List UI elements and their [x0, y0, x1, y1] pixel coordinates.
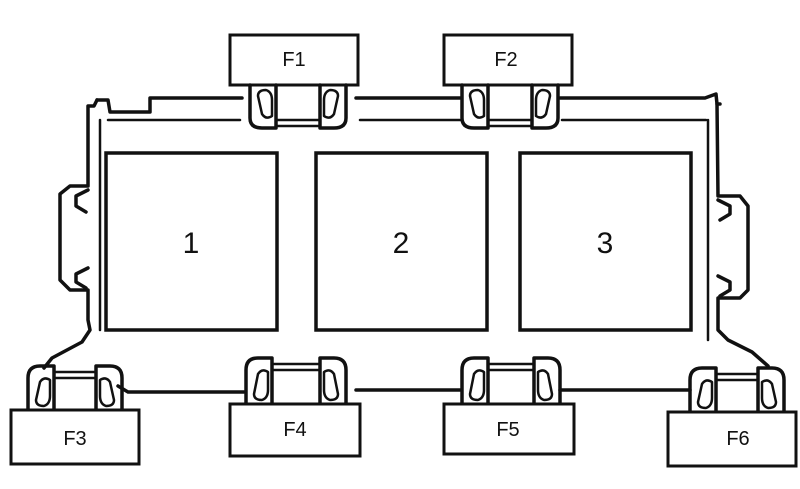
fuse-f5-label: F5	[496, 419, 519, 441]
relay-3-label: 3	[597, 227, 614, 260]
fuse-f2-label: F2	[494, 49, 517, 71]
fuse-f2-clips	[460, 83, 560, 130]
relay-3: 3	[518, 151, 693, 332]
fuse-f4-clips	[244, 356, 348, 406]
fuse-f3-clips	[26, 364, 124, 412]
fuse-f6-clips	[688, 366, 786, 414]
relay-2-label: 2	[393, 227, 410, 260]
fuse-f3: F3	[9, 364, 141, 466]
fuse-f3-label: F3	[63, 428, 86, 450]
fuse-f4: F4	[228, 356, 362, 458]
housing-outline	[42, 92, 770, 394]
fuse-f2: F2	[442, 33, 574, 130]
fuse-f1-label: F1	[282, 49, 305, 71]
fuse-f5-clips	[460, 356, 562, 406]
fuse-f5: F5	[442, 356, 576, 456]
fuse-f6: F6	[666, 366, 798, 468]
fuse-f4-label: F4	[283, 419, 306, 441]
relay-1-label: 1	[183, 227, 200, 260]
fuse-f6-label: F6	[726, 428, 749, 450]
fuse-f1: F1	[228, 33, 360, 130]
relay-1: 1	[104, 151, 279, 332]
relay-2: 2	[314, 151, 489, 332]
fuse-f1-clips	[248, 83, 348, 130]
